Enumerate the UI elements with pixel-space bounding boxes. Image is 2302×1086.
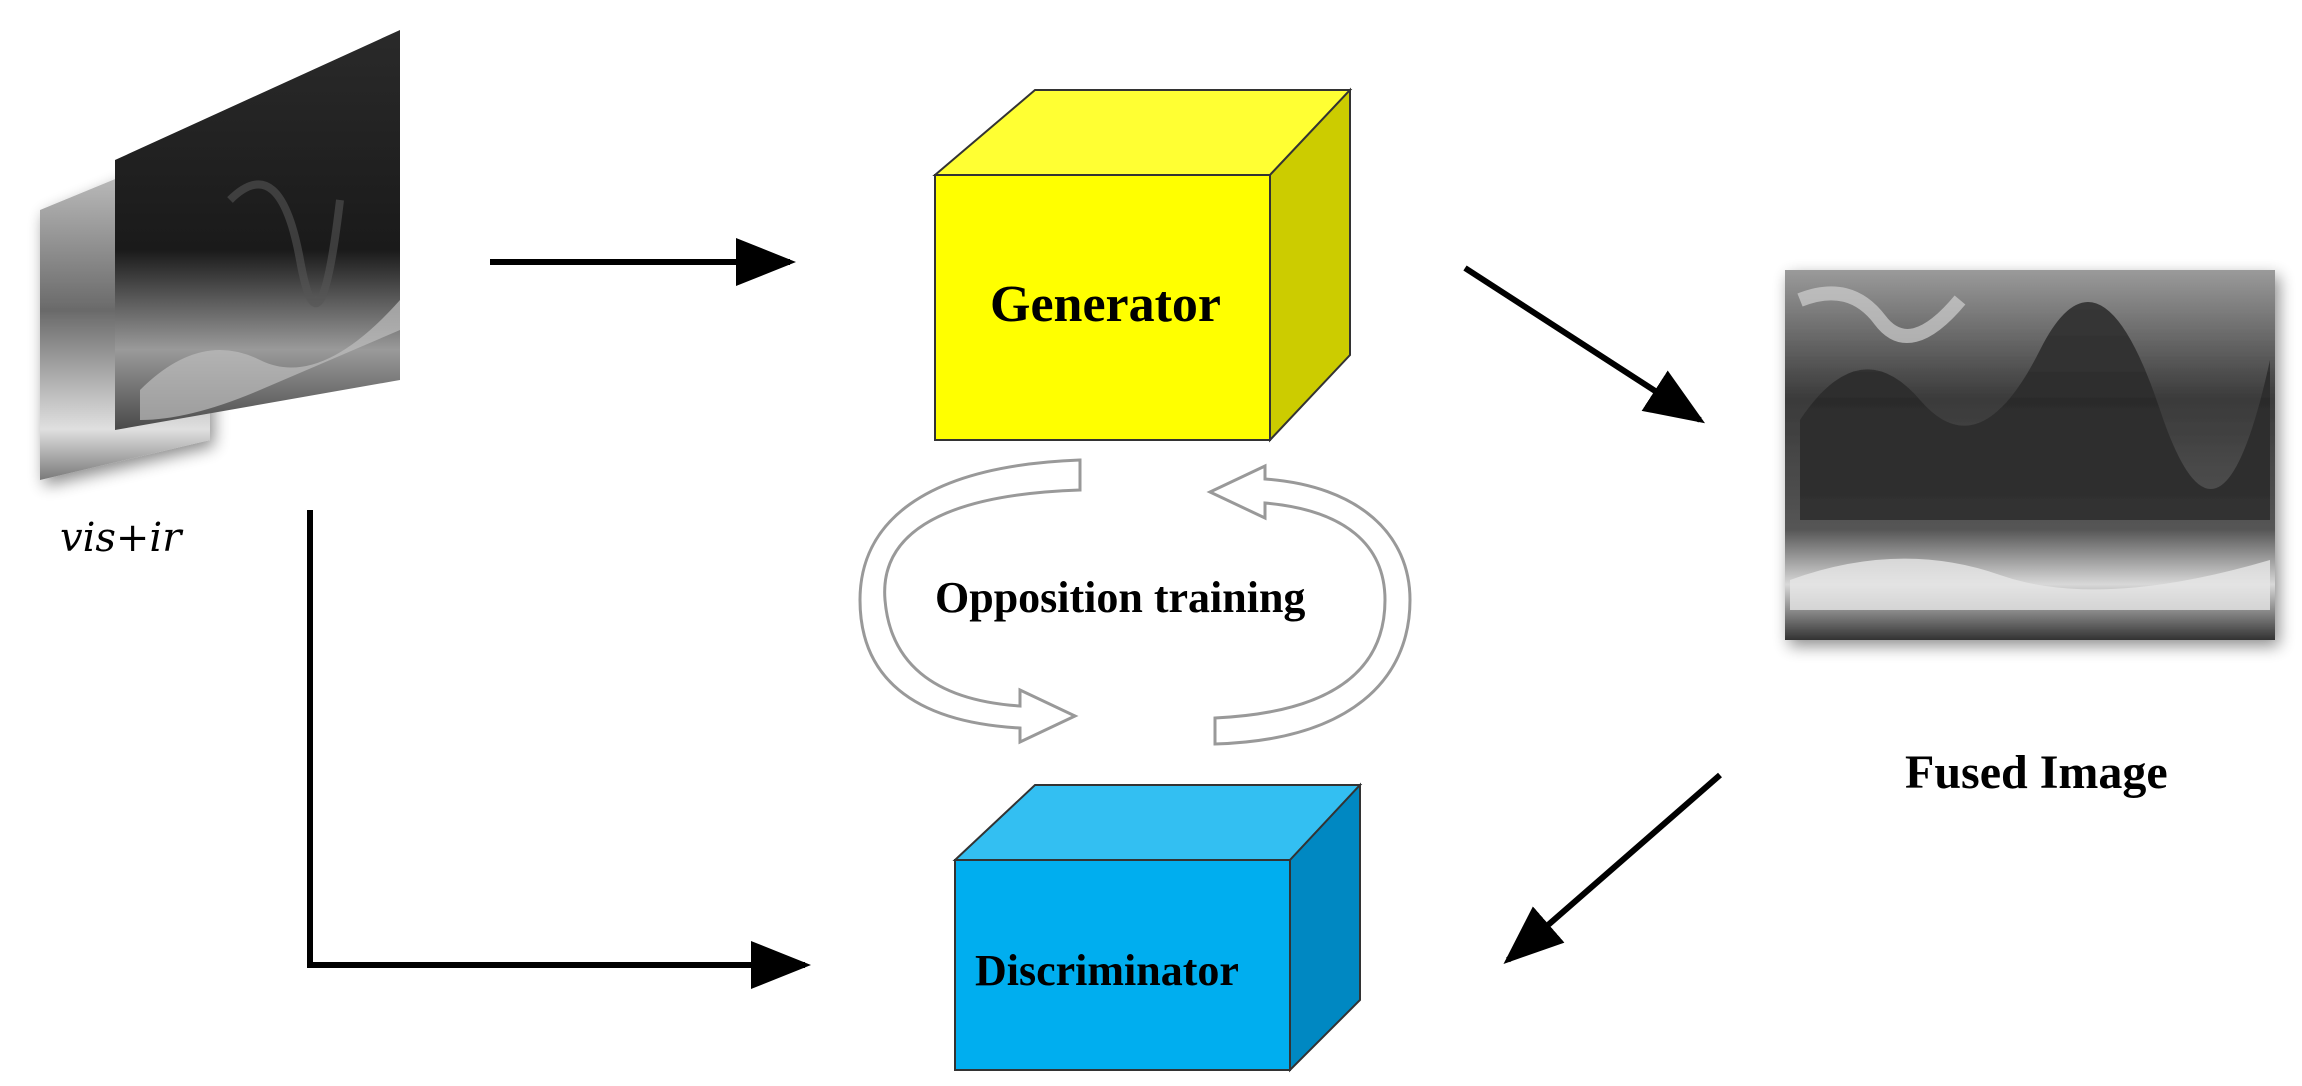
infrared-smoke-texture — [140, 300, 400, 420]
fused-image-label: Fused Image — [1905, 746, 2168, 799]
cycle-arrow-left — [858, 458, 1082, 745]
arrow-input-to-discriminator — [307, 510, 811, 989]
input-image-stack-icon — [40, 30, 400, 480]
arrow-fused-to-discriminator — [1503, 772, 1722, 964]
arrow-generator-to-fused — [1463, 265, 1706, 424]
opposition-training-label: Opposition training — [935, 573, 1306, 622]
infrared-image-layer — [115, 30, 400, 430]
discriminator-label: Discriminator — [975, 946, 1239, 995]
discriminator-cube — [952, 782, 1363, 1073]
circular-arrows-icon — [858, 458, 1412, 746]
discriminator-front-face — [954, 859, 1291, 1071]
generator-cube — [932, 87, 1353, 443]
fused-image-icon — [1785, 270, 2275, 640]
generator-front-face — [934, 174, 1271, 441]
cycle-arrow-right — [1206, 463, 1412, 746]
input-label: vis+ir — [60, 515, 182, 561]
generator-label: Generator — [990, 276, 1222, 333]
